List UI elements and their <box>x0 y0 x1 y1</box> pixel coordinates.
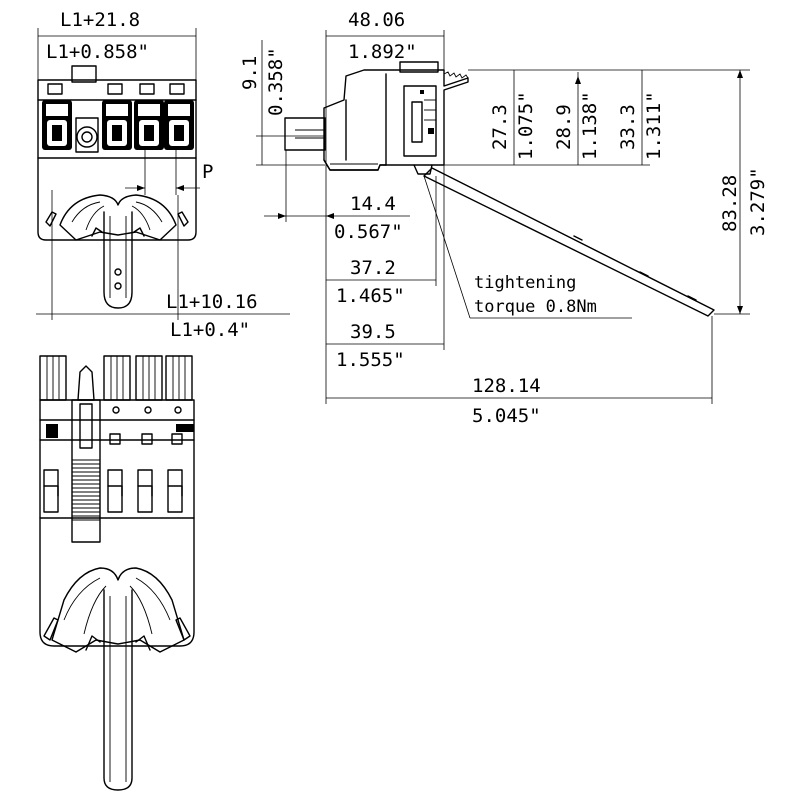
pin-offset-in: 0.358" <box>265 47 287 116</box>
h1-in: 1.075" <box>515 91 537 160</box>
side-width-in: 1.892" <box>348 41 417 63</box>
bottom-width-mm: L1+10.16 <box>166 291 258 313</box>
d1-in: 0.567" <box>334 221 403 243</box>
d3-mm: 39.5 <box>350 321 396 343</box>
d3-in: 1.555" <box>336 349 405 371</box>
pitch-label: P <box>202 161 213 183</box>
h2-mm: 28.9 <box>553 104 575 150</box>
side-width-mm: 48.06 <box>348 9 405 31</box>
torque-note-line2: torque 0.8Nm <box>474 297 597 317</box>
h1-mm: 27.3 <box>489 104 511 150</box>
d2-in: 1.465" <box>336 285 405 307</box>
side-view: 48.06 1.892" 9.1 0.358" <box>239 9 769 427</box>
torque-note-line1: tightening <box>474 273 576 293</box>
d2-mm: 37.2 <box>350 257 396 279</box>
rear-view <box>39 355 195 791</box>
h2-in: 1.138" <box>579 91 601 160</box>
h3-in: 1.311" <box>643 91 665 160</box>
front-view: L1+21.8 L1+0.858" <box>36 9 290 341</box>
total-height-in: 3.279" <box>747 167 769 236</box>
total-height-mm: 83.28 <box>719 175 741 232</box>
top-left-width-mm: L1+21.8 <box>60 9 140 31</box>
total-length-mm: 128.14 <box>472 375 541 397</box>
total-length-in: 5.045" <box>472 405 541 427</box>
pin-offset-mm: 9.1 <box>239 56 261 90</box>
h3-mm: 33.3 <box>617 104 639 150</box>
top-left-width-in: L1+0.858" <box>46 41 149 63</box>
d1-mm: 14.4 <box>350 193 396 215</box>
bottom-width-in: L1+0.4" <box>170 319 250 341</box>
